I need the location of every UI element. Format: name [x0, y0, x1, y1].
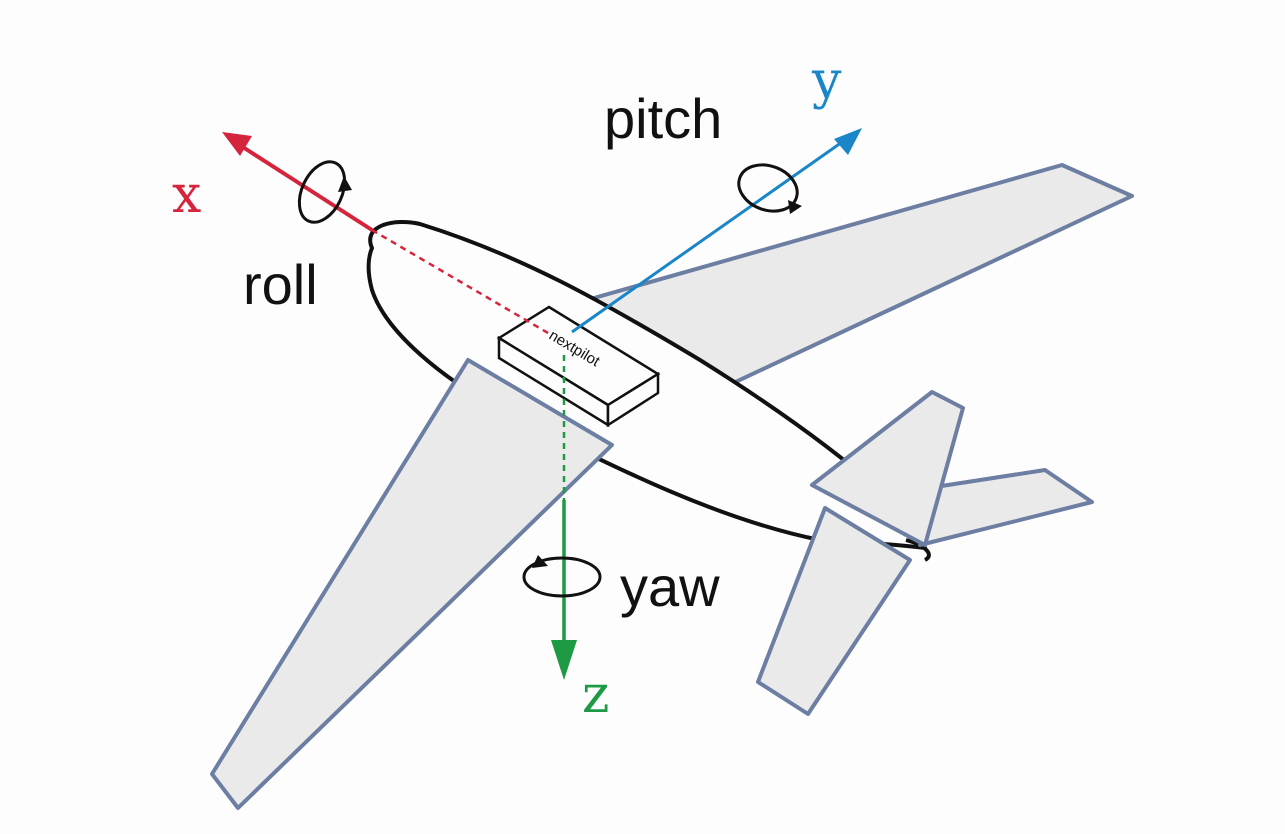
yaw-rotation-icon [522, 555, 602, 598]
y-arrowhead [834, 128, 862, 155]
y-axis: y [571, 51, 862, 334]
pitch-label: pitch [604, 87, 722, 150]
x-axis-letter: x [172, 165, 201, 225]
x-arrowhead [222, 132, 252, 156]
flight-controller-box: nextpilot [496, 305, 661, 428]
pitch-rotation-icon [737, 163, 802, 214]
z-arrowhead [551, 640, 577, 680]
left-stabilizer [756, 506, 912, 716]
z-axis-letter: z [582, 665, 609, 725]
vertical-fin [810, 390, 965, 547]
y-axis-letter: y [811, 51, 842, 111]
z-axis: z [551, 355, 609, 725]
tail-cone [905, 538, 931, 562]
x-axis: x [172, 132, 549, 335]
roll-label: roll [243, 253, 318, 316]
roll-rotation-icon [297, 160, 352, 224]
left-wing [210, 358, 614, 810]
right-stabilizer [918, 468, 1094, 547]
yaw-label: yaw [620, 555, 720, 618]
